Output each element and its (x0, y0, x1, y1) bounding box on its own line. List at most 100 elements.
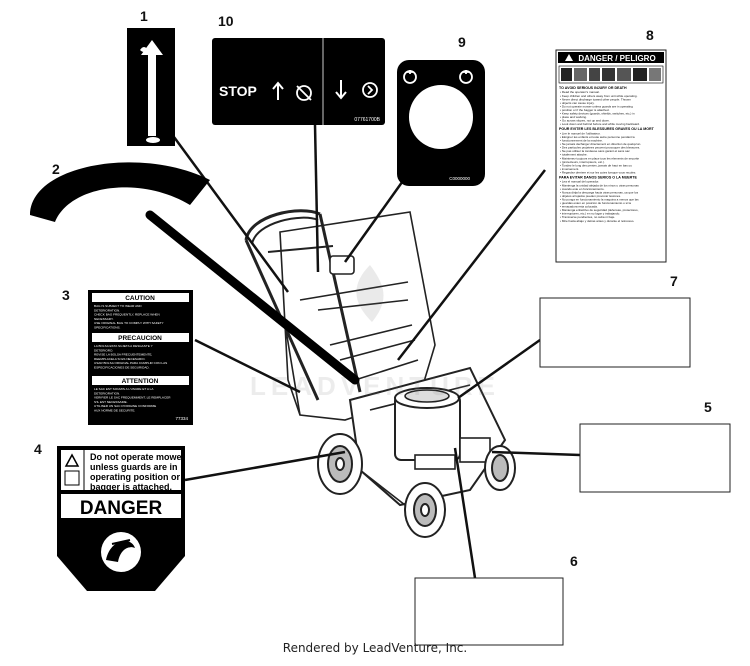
section-header-bar (92, 376, 189, 385)
rabbit-icon (140, 47, 148, 52)
decal-1-throttle (127, 28, 175, 146)
section-line: DETERIORATION. (94, 308, 120, 312)
section-line: SPECIFICATIONS. (94, 326, 121, 330)
section-line: ESPECIFICACIONES DE SEGURIDAD. (94, 366, 150, 370)
callout-1: 1 (140, 8, 148, 24)
section-line: BAG IS SUBJECT TO WEAR AND (94, 304, 142, 308)
section-line: • interruptores, etc.) en su lugar y tra… (560, 212, 620, 216)
leader-line-4 (184, 450, 346, 482)
leader-line-2 (145, 210, 360, 385)
foot-icon (649, 68, 661, 81)
section-line: • No ponga en funcionamiento la maquina … (560, 197, 639, 201)
section-line: • Never direct discharge toward other pe… (560, 97, 631, 101)
section-line: VERIFIER LE SAC FREQUEMMENT, LE REMPLACE… (94, 396, 171, 400)
section-header: ATTENTION (122, 378, 159, 385)
section-line: • Read the operator's manual. (560, 90, 600, 94)
section-line: • Mantenga la unidad alejada de los nino… (560, 183, 639, 187)
section-line: • Lea el manual del operador. (560, 180, 599, 184)
arrow-up-icon (141, 40, 163, 136)
section-line: DETERIORATION. (94, 391, 120, 395)
section-line: LA BOLSA ESTA SUJETA A DESGASTE Y (94, 344, 153, 348)
reverse-icon (633, 68, 647, 81)
arrow-down-icon (335, 80, 347, 100)
section-line: USAR BOLSA ORIGINAL PARA CUMPLIR CON LAS (94, 361, 167, 365)
section-line: • (protecteurs, interrupteurs, etc.). (560, 160, 605, 164)
section-line: • Look down and behind before and while … (560, 122, 640, 126)
section-line: • Do not operate mower unless guards are… (560, 104, 633, 108)
danger-header: DANGER / PELIGRO (578, 54, 655, 63)
leader-line-9 (343, 177, 407, 263)
decal-2-handle-grip (30, 162, 210, 222)
section-line: • fonctionnement de la machine. (560, 139, 603, 143)
part-number: 07761700B (354, 117, 380, 123)
section-line: • Keep safety devices (guards, shields, … (560, 112, 635, 116)
section-line: LE SAC EST SOUMIS A L'USURE ET A LA (94, 387, 154, 391)
callout-5: 5 (704, 399, 712, 415)
callout-6: 6 (570, 553, 578, 569)
section-line: • Eloigner les enfants et toute autre pe… (560, 135, 635, 139)
section-line: • Des particules projetees peuvent provo… (560, 146, 640, 150)
decal-4-danger-shield: Do not operate mower unless guards are i… (57, 446, 186, 591)
decal-7-blank (539, 297, 691, 368)
section-line: AUX NORME DE SECURITE. (94, 409, 135, 413)
leader-line-6 (453, 447, 477, 579)
callout-10: 10 (218, 13, 234, 29)
decal-5-blank (579, 423, 731, 493)
leader-line-7 (457, 338, 541, 400)
decal-9-choke: C0000000 (397, 60, 485, 186)
footer-credit: Rendered by LeadVenture, Inc. (282, 641, 468, 655)
section-line: • objects can cause injury. (560, 101, 595, 105)
leader-line-8 (397, 169, 546, 361)
callout-9: 9 (458, 34, 466, 50)
section-line: • Regardez derriere et sur les cotes lor… (560, 170, 636, 174)
turtle-icon (146, 137, 160, 143)
section-line: • place and working. (560, 115, 587, 119)
section-line: • objetos arrojados pueden provocar lesi… (560, 194, 621, 198)
thrown-object-icon (589, 68, 600, 81)
section-line: • Mantenga enfacitivo de seguridad (defe… (560, 208, 639, 212)
warning-line-3: operating position or (90, 472, 180, 482)
section-line: • Maintenez toujours en place tous les e… (560, 156, 639, 160)
section-line: • ensacadora esta colocada. (560, 205, 598, 209)
leader-line-3 (194, 338, 301, 394)
callout-3: 3 (62, 287, 70, 303)
leader-line-5 (491, 450, 581, 457)
section-line: USE ORIGINAL BAG TO COMPLY WITH SAFETY (94, 321, 164, 325)
svg-text:LEADVENTURE: LEADVENTURE (250, 371, 500, 401)
stop-text: STOP (219, 83, 257, 99)
mower-guard-icon (64, 470, 80, 486)
blade-hand-icon (602, 68, 615, 81)
leadventure-watermark: LEADVENTURE (250, 265, 500, 401)
leader-line-10 (313, 124, 320, 273)
pictograms-row (558, 65, 664, 84)
danger-word: DANGER (80, 498, 163, 519)
section-line: • totalement attache. (560, 153, 588, 157)
section-header: CAUTION (125, 295, 155, 302)
warning-line-1: Do not operate mower (90, 452, 186, 462)
section-line: DETERIORO. (94, 348, 113, 352)
choke-on-icon (459, 70, 473, 84)
decal-10-stop: STOP 07761700B (212, 38, 385, 125)
keep-away-icon (574, 68, 587, 81)
section-title: PARA EVITAR DANOS SERIOS O LA MUERTE (559, 176, 637, 180)
decal-6-blank (414, 577, 564, 646)
decal-8-danger-peligro: DANGER / PELIGRO TO AVOID SERIOUS INJURY… (555, 49, 667, 263)
section-line: • Lire le manuel de l'utilisateur. (560, 131, 601, 135)
engine-off-icon (296, 85, 312, 101)
section-header-bar (92, 293, 189, 302)
section-header-bar (92, 333, 189, 342)
warning-line-2: unless guards are in (90, 462, 178, 472)
section-line: • Nunca dirija la descarga hacia otras p… (560, 190, 639, 194)
section-line: • Go across slopes, not up and down. (560, 119, 610, 123)
section-line: UTILISER UN SAC D'ORIGINE CONFORME (94, 404, 156, 408)
section-header: PRECAUCION (118, 335, 162, 342)
callout-2: 2 (52, 161, 60, 177)
section-title: TO AVOID SERIOUS INJURY OR DEATH (559, 86, 627, 90)
section-line: REVISE LA BOLSA FRECUENTEMENTE, (94, 353, 152, 357)
warning-triangle-icon (565, 54, 573, 61)
leader-lines (158, 117, 581, 579)
arrow-up-icon (272, 81, 284, 100)
